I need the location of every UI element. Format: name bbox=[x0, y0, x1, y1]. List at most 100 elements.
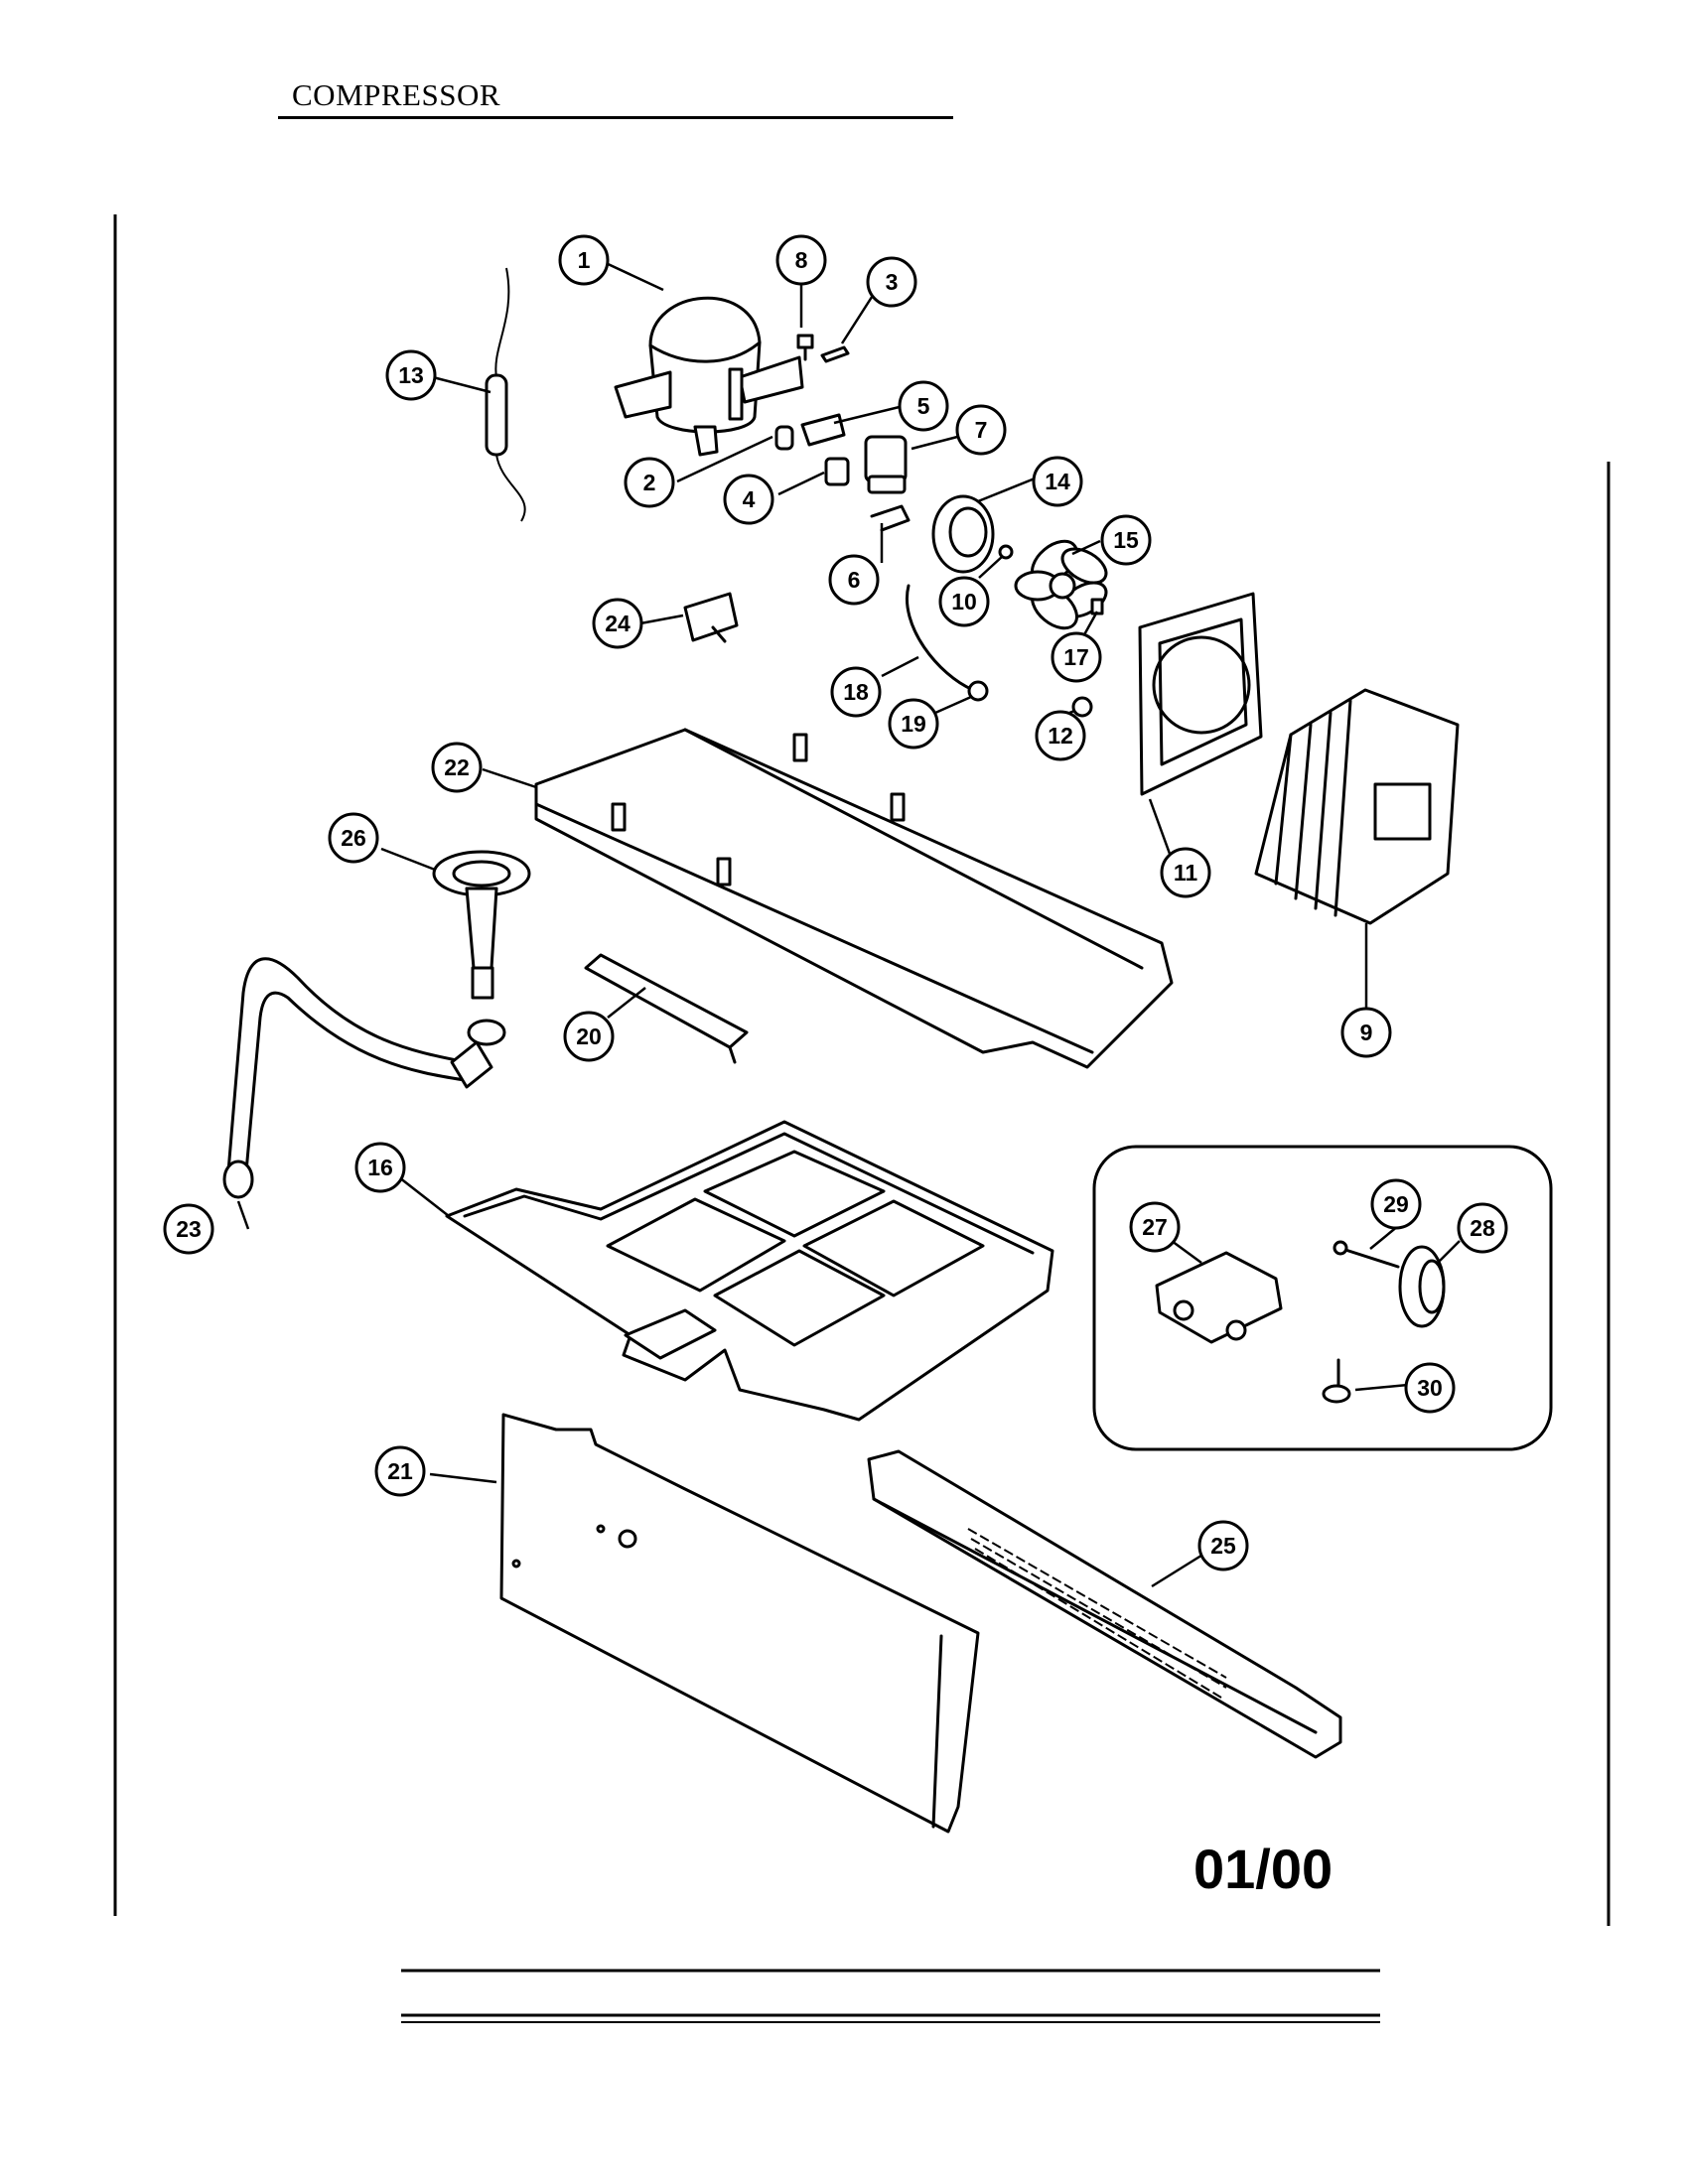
callout-4: 4 bbox=[723, 474, 774, 525]
callout-circle bbox=[1032, 456, 1083, 507]
callout-circle bbox=[1160, 847, 1211, 898]
callout-number: 9 bbox=[1360, 1020, 1373, 1045]
hardware-parts bbox=[774, 334, 911, 532]
callout-number: 18 bbox=[843, 679, 869, 705]
base-pan-part bbox=[534, 728, 1174, 1069]
callout-circle bbox=[888, 698, 939, 750]
mount-bracket-part bbox=[906, 584, 1093, 718]
callout-2: 2 bbox=[624, 457, 675, 508]
callout-11: 11 bbox=[1160, 847, 1211, 898]
callout-24: 24 bbox=[592, 598, 643, 649]
clip-part bbox=[820, 345, 850, 363]
callout-20: 20 bbox=[563, 1011, 615, 1062]
title-underline bbox=[278, 116, 953, 119]
overload-part bbox=[824, 457, 850, 486]
callout-circle bbox=[1129, 1201, 1181, 1253]
callout-number: 27 bbox=[1142, 1214, 1168, 1240]
revision-label: 01/00 bbox=[1193, 1838, 1333, 1900]
callout-number: 6 bbox=[848, 567, 861, 593]
callout-circle bbox=[385, 349, 437, 401]
callout-circle bbox=[898, 380, 949, 432]
leader-lines bbox=[236, 260, 1461, 1588]
fan-motor-part bbox=[931, 494, 1014, 574]
callout-18: 18 bbox=[830, 666, 882, 718]
callout-13: 13 bbox=[385, 349, 437, 401]
callout-number: 16 bbox=[367, 1155, 393, 1180]
drain-tube-part bbox=[222, 957, 506, 1199]
panel-part bbox=[499, 1413, 980, 1834]
callout-circle bbox=[938, 576, 990, 627]
callout-circle bbox=[828, 554, 880, 606]
callout-26: 26 bbox=[328, 812, 379, 864]
callout-3: 3 bbox=[866, 256, 917, 308]
inset-frame bbox=[1092, 1145, 1553, 1451]
callout-number: 21 bbox=[387, 1458, 413, 1484]
roller-bracket-part bbox=[1155, 1251, 1283, 1344]
callout-circle bbox=[1100, 514, 1152, 566]
relay-part bbox=[864, 435, 908, 483]
drain-pan-part bbox=[445, 1120, 1054, 1422]
callout-circle bbox=[563, 1011, 615, 1062]
callout-23: 23 bbox=[163, 1203, 214, 1255]
callout-12: 12 bbox=[1035, 710, 1086, 761]
callout-circle bbox=[374, 1445, 426, 1497]
callout-number: 29 bbox=[1383, 1191, 1409, 1217]
callout-number: 24 bbox=[605, 611, 631, 636]
callout-circle bbox=[1035, 710, 1086, 761]
callout-number: 17 bbox=[1063, 644, 1089, 670]
callout-30: 30 bbox=[1404, 1362, 1456, 1414]
callout-circle bbox=[1197, 1520, 1249, 1571]
callout-number: 14 bbox=[1045, 469, 1070, 494]
condenser-shroud-part bbox=[1138, 592, 1263, 796]
callout-circle bbox=[775, 234, 827, 286]
drain-funnel-part bbox=[432, 850, 531, 1000]
callout-21: 21 bbox=[374, 1445, 426, 1497]
callout-circle bbox=[1457, 1202, 1508, 1254]
callout-number: 5 bbox=[917, 393, 930, 419]
drier-part bbox=[485, 267, 526, 522]
callout-circle bbox=[431, 742, 483, 793]
roller-wheel-part bbox=[1398, 1245, 1446, 1328]
condenser-part bbox=[1254, 688, 1460, 925]
callout-number: 3 bbox=[886, 269, 899, 295]
callout-circle bbox=[328, 812, 379, 864]
callout-1: 1 bbox=[558, 234, 610, 286]
callout-circle bbox=[955, 404, 1007, 456]
callout-number: 26 bbox=[341, 825, 366, 851]
callout-circle bbox=[592, 598, 643, 649]
callout-8: 8 bbox=[775, 234, 827, 286]
compressor-part bbox=[614, 296, 804, 457]
switch-part bbox=[683, 592, 739, 643]
callout-19: 19 bbox=[888, 698, 939, 750]
leveling-hardware-inset bbox=[1092, 1145, 1553, 1451]
callout-7: 7 bbox=[955, 404, 1007, 456]
callout-number: 23 bbox=[176, 1216, 202, 1242]
callout-number: 4 bbox=[743, 486, 756, 512]
callout-circle bbox=[1340, 1007, 1392, 1058]
callout-circle bbox=[624, 457, 675, 508]
screw-part bbox=[796, 334, 814, 349]
callout-29: 29 bbox=[1370, 1178, 1422, 1230]
callout-14: 14 bbox=[1032, 456, 1083, 507]
callout-number: 2 bbox=[643, 470, 656, 495]
callout-number: 11 bbox=[1174, 860, 1198, 886]
callout-number: 30 bbox=[1417, 1375, 1443, 1401]
callout-circle bbox=[558, 234, 610, 286]
callout-16: 16 bbox=[354, 1142, 406, 1193]
nut-part bbox=[1090, 598, 1104, 615]
callout-22: 22 bbox=[431, 742, 483, 793]
callout-circle bbox=[1370, 1178, 1422, 1230]
callout-number: 12 bbox=[1048, 723, 1073, 749]
callout-number: 20 bbox=[576, 1024, 602, 1049]
callout-27: 27 bbox=[1129, 1201, 1181, 1253]
retainer-clip-part bbox=[870, 504, 911, 532]
grommet-part bbox=[774, 425, 794, 451]
callout-number: 7 bbox=[975, 417, 988, 443]
callout-15: 15 bbox=[1100, 514, 1152, 566]
callout-circle bbox=[1051, 631, 1102, 683]
callout-circle bbox=[830, 666, 882, 718]
channel-part bbox=[584, 953, 749, 1064]
callout-number: 10 bbox=[951, 589, 977, 614]
